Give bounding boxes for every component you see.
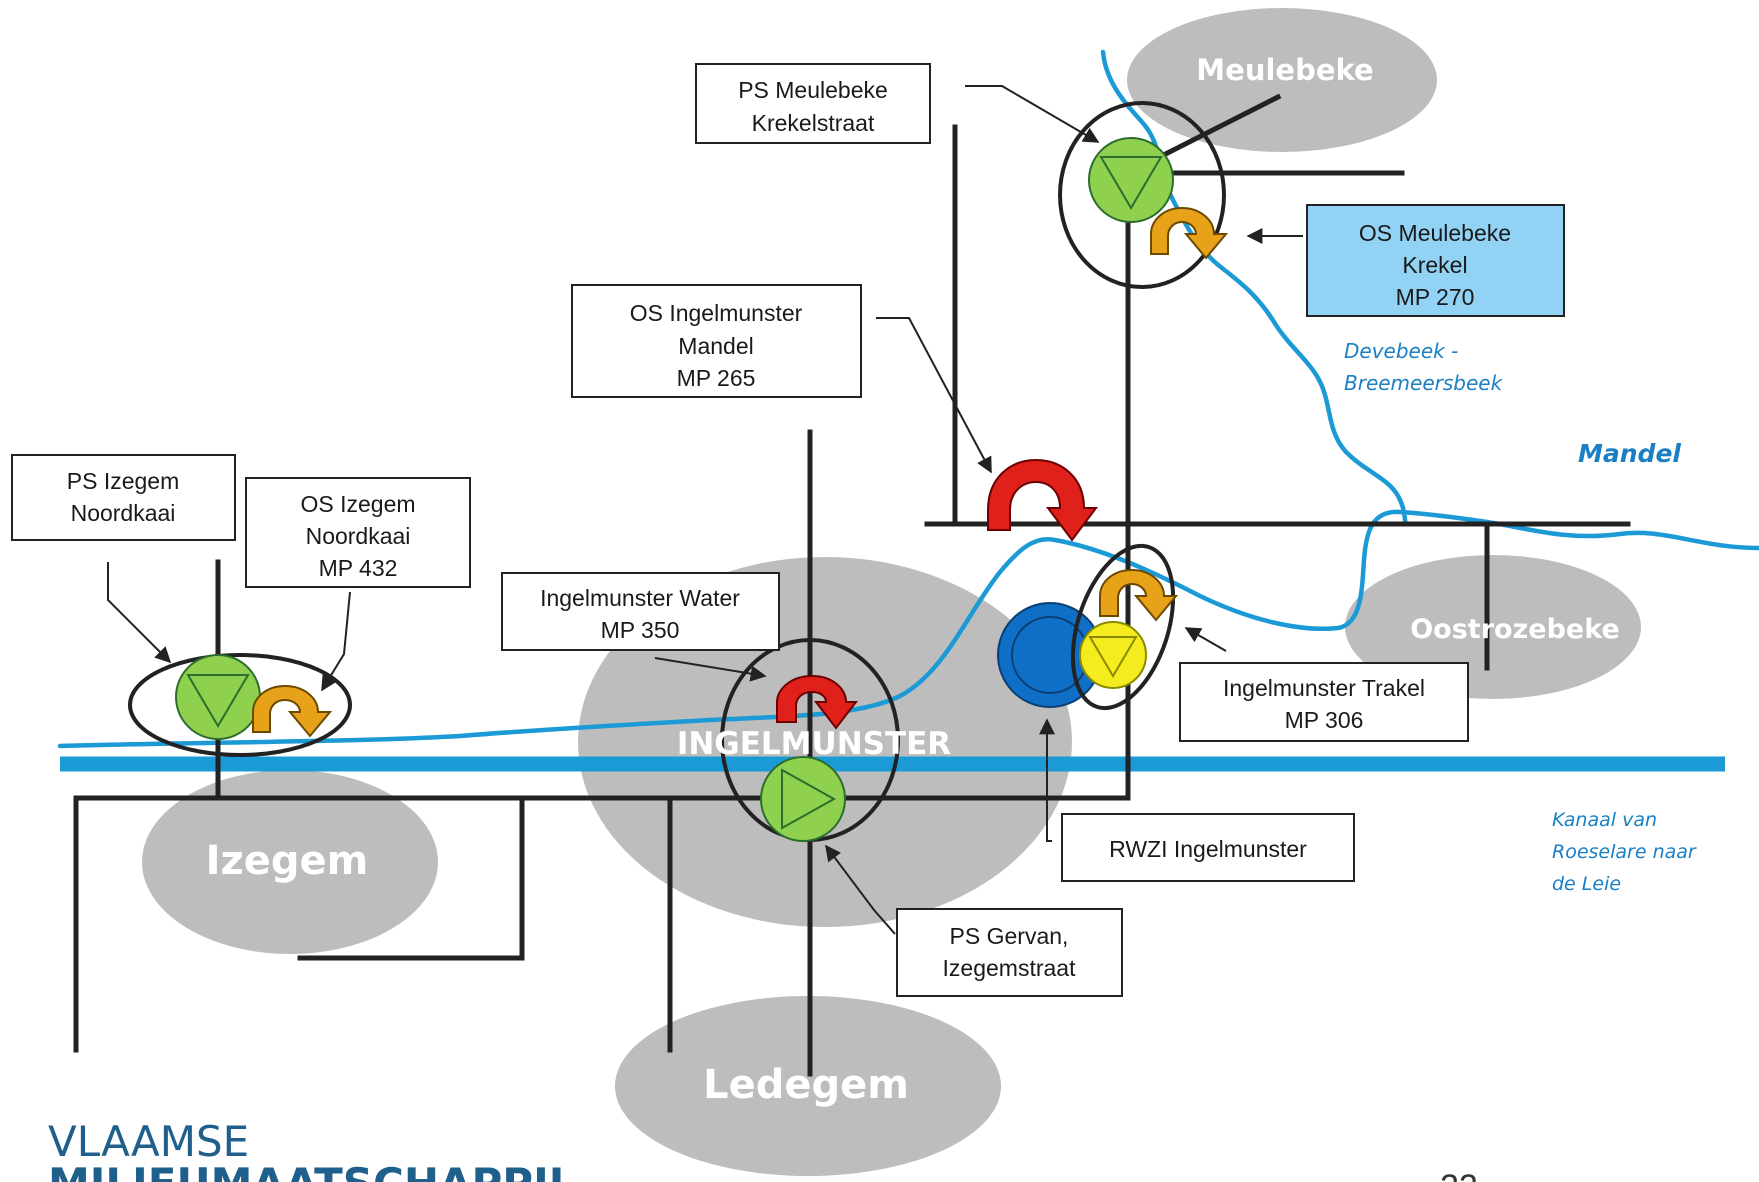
logo-line2: MILIEUMAATSCHAPPIJ — [48, 1159, 564, 1182]
devebeek-river — [1100, 49, 1409, 527]
label-text: OS Meulebeke — [1359, 220, 1511, 246]
label-text: OS Izegem — [300, 491, 415, 517]
label-text: MP 306 — [1285, 707, 1364, 733]
label-text: Noordkaai — [306, 523, 411, 549]
label-text: MP 350 — [601, 617, 680, 643]
label-text: Mandel — [678, 333, 753, 359]
town-izegem — [142, 770, 438, 954]
overflow-arrow-mandel-icon — [987, 458, 1098, 542]
overflow-arrow-meulebeke-icon — [1150, 206, 1229, 260]
overflow-arrow-water-icon — [776, 674, 859, 730]
label-text: MP 270 — [1396, 284, 1475, 310]
label-text: PS Gervan, — [950, 923, 1069, 949]
label-text: PS Meulebeke — [738, 77, 888, 103]
waterway-devebeek: Breemeersbeek — [1344, 371, 1504, 395]
label-text: OS Ingelmunster — [630, 300, 803, 326]
waterway-devebeek: Devebeek - — [1344, 339, 1458, 363]
label-text: Krekel — [1402, 252, 1467, 278]
pump-gervan-icon — [760, 756, 846, 842]
waterway-kanaal: de Leie — [1552, 873, 1621, 895]
label-rwzi: RWZI Ingelmunster — [1061, 813, 1355, 882]
logo-line1: VLAAMSE — [48, 1117, 249, 1166]
overflow-arrows — [252, 206, 1229, 738]
pump-izegem-icon — [175, 654, 261, 740]
label-text: Izegemstraat — [943, 955, 1077, 981]
town-label-ingelmunster: INGELMUNSTER — [677, 726, 951, 762]
pump-meulebeke-icon — [1088, 137, 1174, 223]
overflow-arrow-trakel-icon — [1099, 568, 1179, 622]
town-labels: Meulebeke Oostrozebeke INGELMUNSTER Izeg… — [206, 53, 1620, 1108]
label-text: Noordkaai — [71, 500, 176, 526]
waterway-labels: Devebeek - Breemeersbeek Mandel Kanaal v… — [1344, 339, 1697, 895]
overflow-arrow-izegem-icon — [252, 684, 333, 738]
vmm-logo: VLAAMSE MILIEUMAATSCHAPPIJ — [48, 1117, 564, 1182]
label-ps-meulebeke: PS Meulebeke Krekelstraat — [695, 63, 931, 144]
town-label-ledegem: Ledegem — [703, 1062, 909, 1108]
label-text: RWZI Ingelmunster — [1109, 836, 1307, 862]
label-os-ingelmunster-mandel: OS Ingelmunster Mandel MP 265 — [571, 284, 862, 398]
label-ingelmunster-water: Ingelmunster Water MP 350 — [501, 572, 780, 651]
waterway-mandel: Mandel — [1578, 439, 1681, 468]
town-ledegem — [615, 996, 1001, 1176]
pumping-stations — [175, 137, 1174, 842]
label-text: Ingelmunster Trakel — [1223, 675, 1425, 701]
label-os-izegem: OS Izegem Noordkaai MP 432 — [245, 477, 471, 588]
station-labels: PS Meulebeke Krekelstraat OS Meulebeke K… — [11, 63, 1565, 997]
label-text: MP 265 — [677, 365, 756, 391]
town-areas — [142, 8, 1641, 1176]
page-number: 22 — [1440, 1168, 1478, 1182]
trakel-yellow-icon — [1079, 621, 1147, 689]
label-ps-izegem: PS Izegem Noordkaai — [11, 454, 236, 541]
town-meulebeke — [1127, 8, 1437, 152]
town-label-oostrozebeke: Oostrozebeke — [1410, 614, 1620, 645]
waterway-kanaal: Kanaal van — [1552, 809, 1657, 831]
label-text: MP 432 — [319, 555, 398, 581]
label-text: Krekelstraat — [752, 110, 875, 136]
label-text: PS Izegem — [67, 468, 180, 494]
town-label-izegem: Izegem — [206, 838, 369, 884]
waterway-kanaal: Roeselare naar — [1552, 841, 1697, 863]
leader-lines — [107, 85, 1303, 935]
label-text: Ingelmunster Water — [540, 585, 740, 611]
label-ps-gervan: PS Gervan, Izegemstraat — [896, 908, 1123, 997]
label-ingelmunster-trakel: Ingelmunster Trakel MP 306 — [1179, 662, 1469, 742]
label-os-meulebeke: OS Meulebeke Krekel MP 270 — [1306, 204, 1565, 317]
town-label-meulebeke: Meulebeke — [1196, 53, 1373, 87]
